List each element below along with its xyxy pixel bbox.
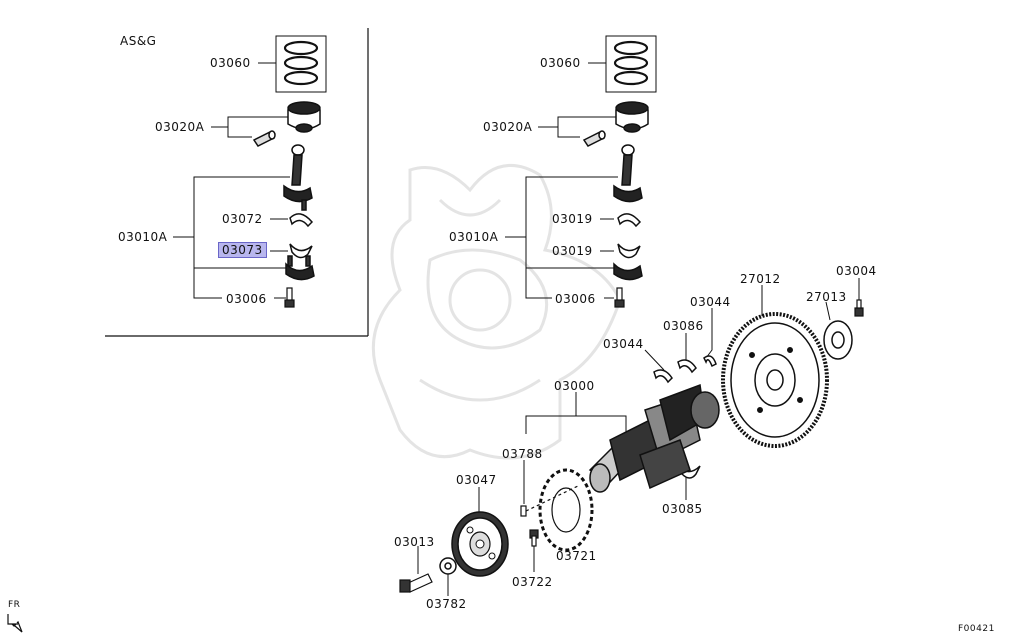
part-label-03020A-right[interactable]: 03020A	[483, 120, 533, 134]
piston-pin-icon-2	[582, 130, 606, 147]
rod-cap-icon-2	[613, 262, 643, 281]
part-label-03006-left[interactable]: 03006	[226, 292, 267, 306]
part-label-03010A-right[interactable]: 03010A	[449, 230, 499, 244]
flywheel-bolt-icon	[854, 299, 864, 317]
thrust-bearing-icons	[653, 355, 717, 479]
part-label-03721[interactable]: 03721	[556, 549, 597, 563]
piston-icon	[287, 101, 321, 133]
rod-bolt-icon	[284, 287, 295, 308]
piston-icon-2	[615, 101, 649, 133]
washer-icon	[439, 557, 457, 575]
figure-code: F00421	[958, 624, 995, 634]
part-label-03044-lower[interactable]: 03044	[603, 337, 644, 351]
part-label-03782[interactable]: 03782	[426, 597, 467, 611]
part-label-03000[interactable]: 03000	[554, 379, 595, 393]
rod-cap-icon	[285, 255, 315, 281]
piston-ring-set-icon	[275, 35, 327, 93]
piston-pin-icon	[252, 130, 276, 147]
direction-label: FR	[8, 600, 21, 610]
section-label: AS&G	[120, 34, 157, 48]
part-label-03019-upper[interactable]: 03019	[552, 212, 593, 226]
part-label-03086[interactable]: 03086	[663, 319, 704, 333]
rod-bolt-icon-2	[614, 287, 625, 308]
connecting-rod-icon-2	[613, 144, 643, 203]
part-label-03722[interactable]: 03722	[512, 575, 553, 589]
bearing-03072-icon	[289, 213, 314, 228]
bearing-03019-lower-icon	[617, 243, 641, 259]
key-icon	[520, 484, 581, 517]
sensor-bolt-icon	[529, 529, 539, 547]
bearing-03073-icon	[289, 243, 313, 259]
right-leader-lines	[505, 62, 618, 299]
part-label-03010A-left[interactable]: 03010A	[118, 230, 168, 244]
sensor-plate-icon	[538, 468, 594, 552]
part-label-03013[interactable]: 03013	[394, 535, 435, 549]
crankshaft-icon	[588, 383, 720, 493]
part-label-03060-left[interactable]: 03060	[210, 56, 251, 70]
part-label-03019-lower[interactable]: 03019	[552, 244, 593, 258]
pulley-bolt-icon	[399, 573, 433, 593]
part-label-27012[interactable]: 27012	[740, 272, 781, 286]
part-label-27013[interactable]: 27013	[806, 290, 847, 304]
watermark-logo	[371, 163, 622, 460]
adapter-plate-icon	[823, 320, 853, 360]
connecting-rod-icon	[283, 144, 313, 211]
part-label-03004[interactable]: 03004	[836, 264, 877, 278]
flywheel-icon	[721, 312, 829, 448]
part-label-03006-right[interactable]: 03006	[555, 292, 596, 306]
part-label-03020A-left[interactable]: 03020A	[155, 120, 205, 134]
part-label-03044-upper[interactable]: 03044	[690, 295, 731, 309]
left-leader-lines	[173, 62, 290, 299]
part-label-03073-highlighted[interactable]: 03073	[218, 242, 267, 258]
front-direction-arrow-icon	[7, 614, 23, 633]
part-label-03072[interactable]: 03072	[222, 212, 263, 226]
part-label-03060-right[interactable]: 03060	[540, 56, 581, 70]
part-label-03085[interactable]: 03085	[662, 502, 703, 516]
part-label-03047[interactable]: 03047	[456, 473, 497, 487]
bearing-03019-upper-icon	[617, 213, 642, 228]
part-label-03788[interactable]: 03788	[502, 447, 543, 461]
piston-ring-set-icon-2	[605, 35, 657, 93]
crank-pulley-icon	[451, 511, 509, 577]
